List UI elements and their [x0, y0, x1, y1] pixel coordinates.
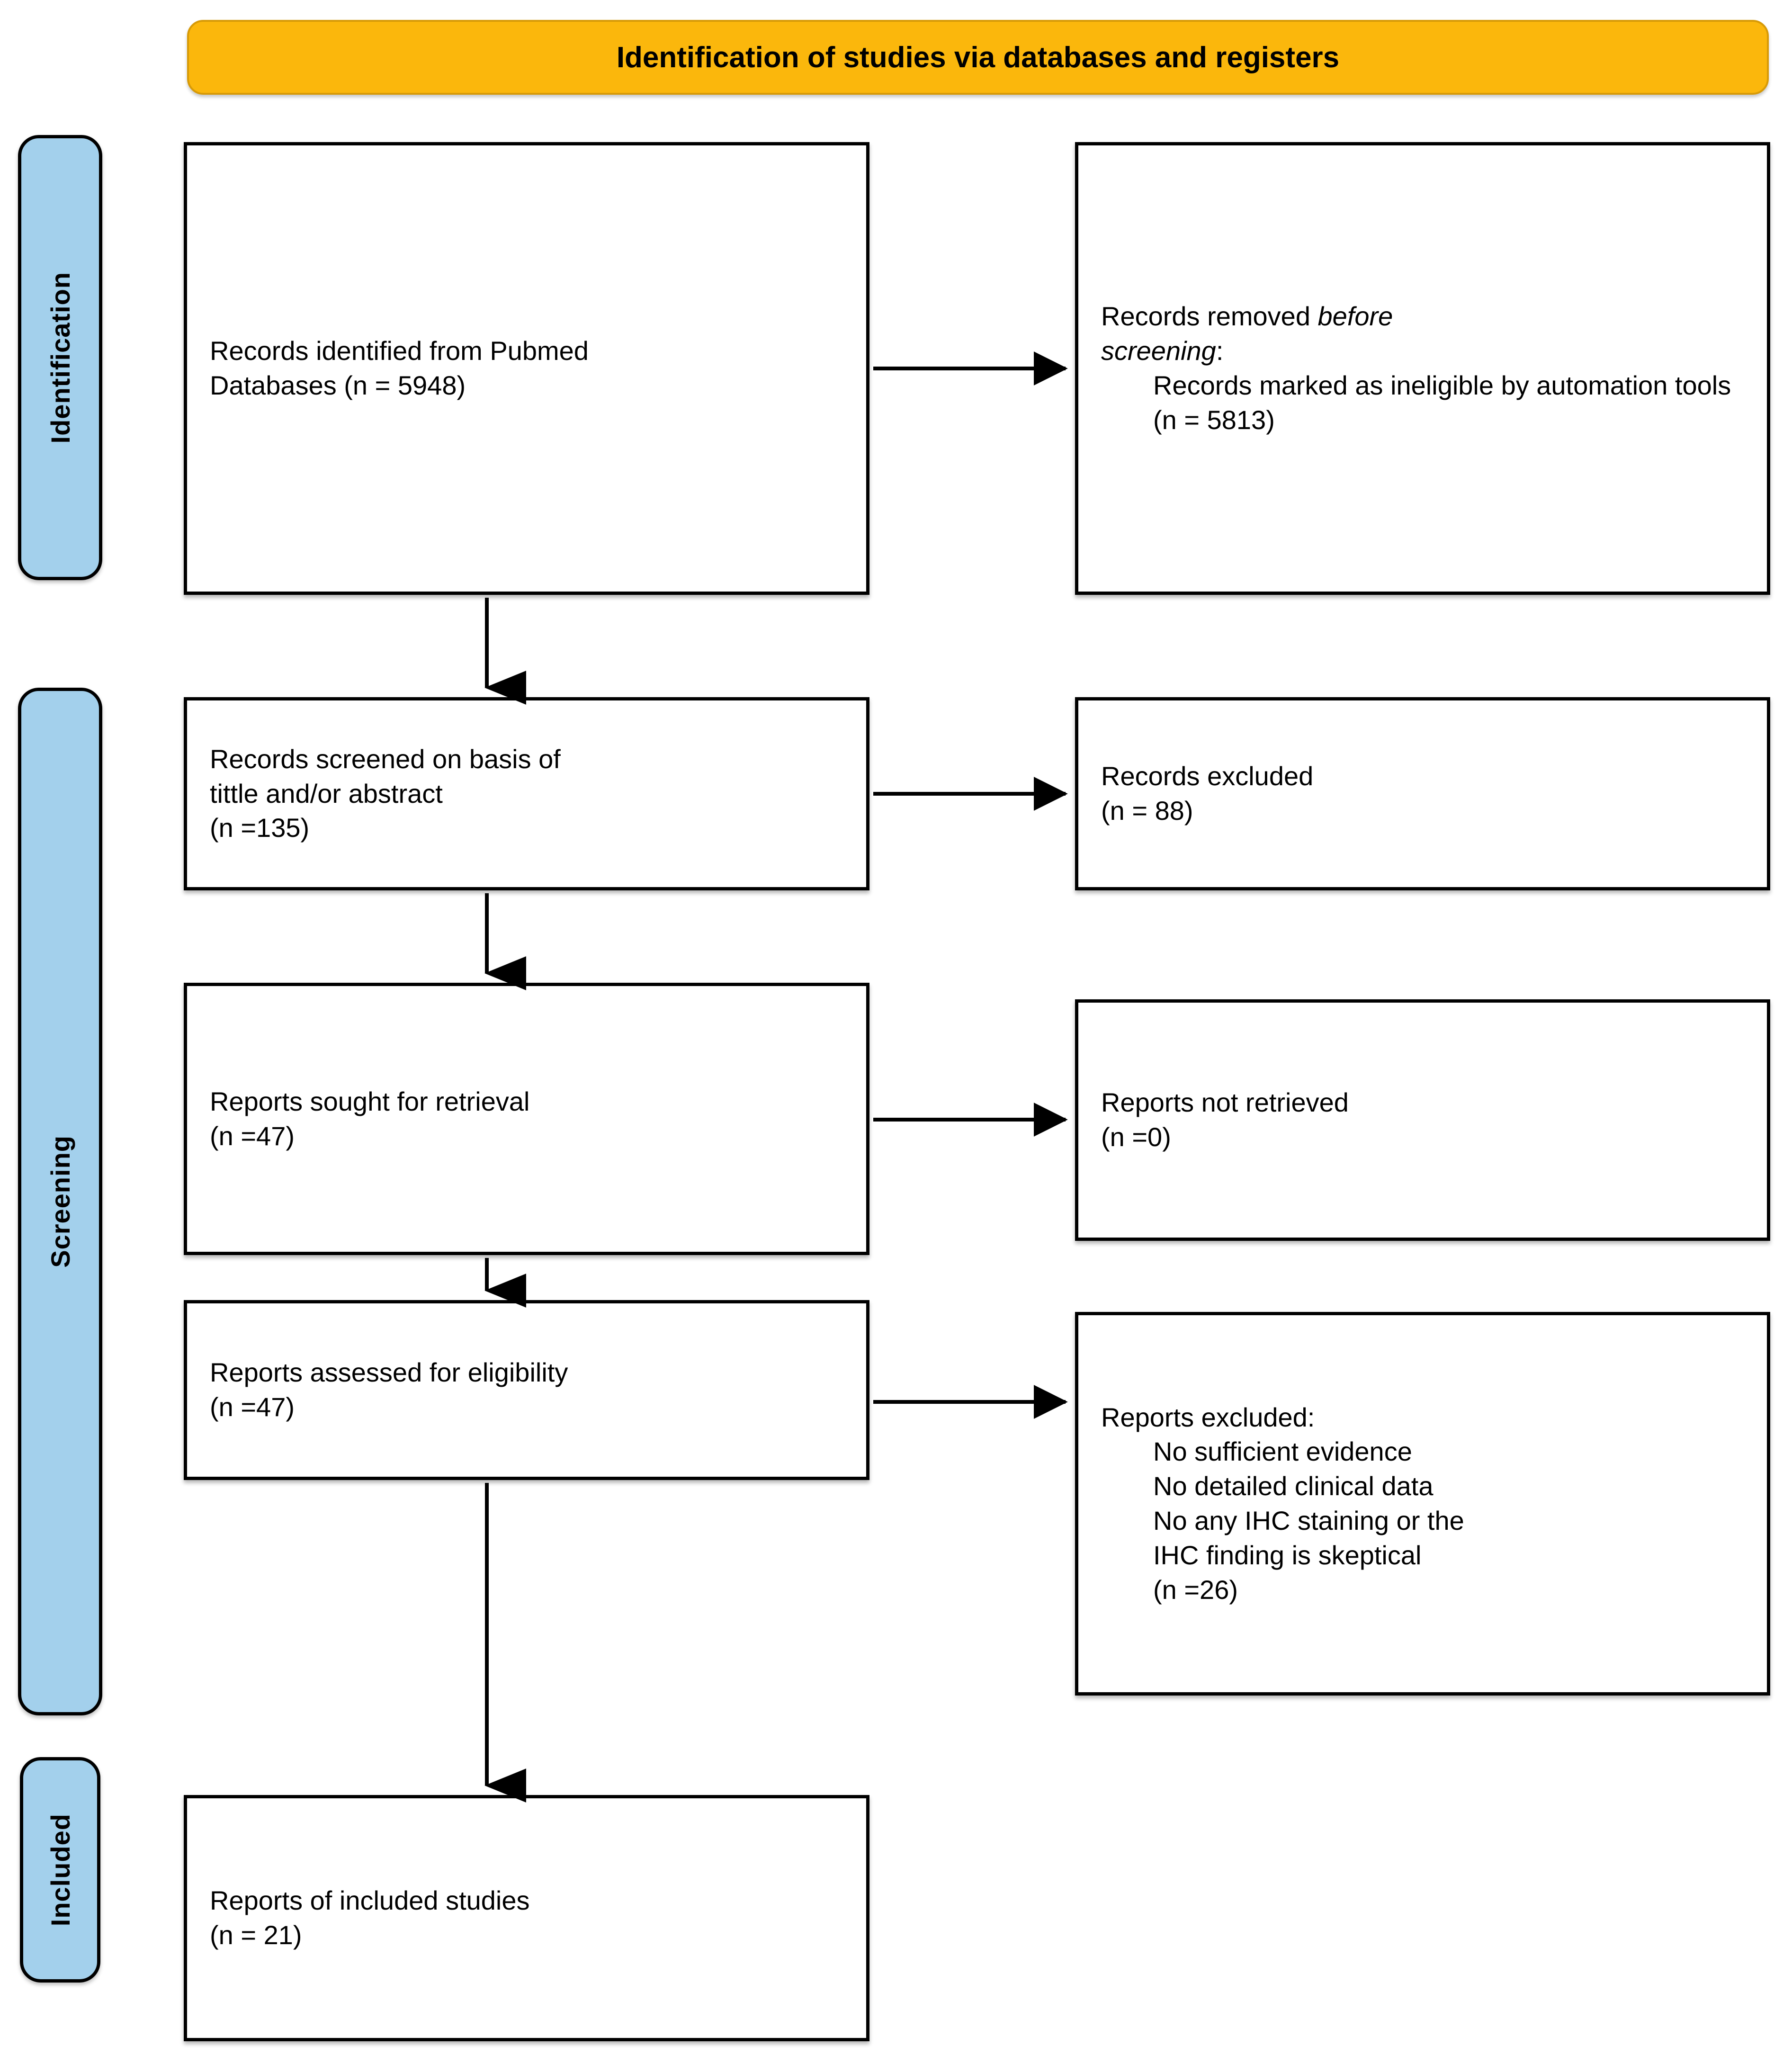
- reports-not-retrieved-line1: Reports not retrieved: [1101, 1087, 1349, 1118]
- node-reports-not-retrieved-text: Reports not retrieved (n =0): [1078, 1086, 1767, 1155]
- records-removed-lead: Records removed: [1101, 301, 1318, 332]
- node-reports-sought: Reports sought for retrieval (n =47): [184, 983, 869, 1255]
- node-records-removed-text: Records removed before screening: Records …: [1078, 299, 1767, 437]
- phase-label-screening: Screening: [45, 1135, 75, 1268]
- reports-not-retrieved-line2: (n =0): [1101, 1122, 1171, 1152]
- node-records-screened-text: Records screened on basis of tittle and/o…: [187, 742, 866, 845]
- records-removed-colon: :: [1216, 336, 1224, 366]
- node-records-removed: Records removed before screening: Records …: [1075, 142, 1770, 595]
- records-removed-italic-before: before: [1317, 301, 1393, 332]
- node-records-excluded-text: Records excluded (n = 88): [1078, 759, 1767, 828]
- page-title: Identification of studies via databases …: [616, 41, 1340, 74]
- reports-excluded-count: (n =26): [1153, 1574, 1238, 1605]
- reports-excluded-heading: Reports excluded:: [1101, 1402, 1315, 1432]
- reports-sought-line1: Reports sought for retrieval: [210, 1086, 530, 1116]
- phase-bar-identification: Identification: [18, 135, 102, 580]
- reports-excluded-reason-1: No sufficient evidence: [1153, 1436, 1412, 1467]
- records-excluded-line1: Records excluded: [1101, 761, 1314, 791]
- records-screened-line1: Records screened on basis of: [210, 744, 561, 774]
- reports-excluded-reason-3: No any IHC staining or the: [1153, 1506, 1464, 1535]
- records-screened-line2: tittle and/or abstract: [210, 778, 443, 808]
- node-reports-assessed-text: Reports assessed for eligibility (n =47): [187, 1355, 866, 1425]
- diagram-header-banner: Identification of studies via databases …: [187, 20, 1769, 95]
- node-reports-sought-text: Reports sought for retrieval (n =47): [187, 1085, 866, 1154]
- reports-sought-line2: (n =47): [210, 1121, 295, 1151]
- phase-bar-screening: Screening: [18, 688, 102, 1715]
- records-removed-item: Records marked as ineligible by automati…: [1153, 370, 1738, 435]
- reports-included-line1: Reports of included studies: [210, 1885, 530, 1916]
- reports-excluded-reason-4: IHC finding is skeptical: [1153, 1540, 1422, 1570]
- phase-bar-included: Included: [20, 1757, 100, 1983]
- node-records-excluded: Records excluded (n = 88): [1075, 697, 1770, 890]
- reports-excluded-reason-2: No detailed clinical data: [1153, 1471, 1434, 1501]
- node-reports-included: Reports of included studies (n = 21): [184, 1795, 869, 2041]
- records-removed-italic-screening: screening: [1101, 336, 1216, 366]
- records-identified-line1: Records identified from Pubmed: [210, 336, 589, 366]
- node-reports-included-text: Reports of included studies (n = 21): [187, 1884, 866, 1953]
- reports-included-line2: (n = 21): [210, 1920, 302, 1950]
- records-identified-line2: Databases (n = 5948): [210, 370, 466, 400]
- phase-label-identification: Identification: [45, 271, 75, 444]
- reports-assessed-line2: (n =47): [210, 1392, 295, 1422]
- node-reports-assessed: Reports assessed for eligibility (n =47): [184, 1300, 869, 1480]
- reports-assessed-line1: Reports assessed for eligibility: [210, 1357, 568, 1388]
- records-excluded-line2: (n = 88): [1101, 796, 1193, 826]
- records-screened-line3: (n =135): [210, 813, 310, 843]
- node-records-screened: Records screened on basis of tittle and/o…: [184, 697, 869, 890]
- node-reports-not-retrieved: Reports not retrieved (n =0): [1075, 999, 1770, 1241]
- phase-label-included: Included: [45, 1813, 75, 1927]
